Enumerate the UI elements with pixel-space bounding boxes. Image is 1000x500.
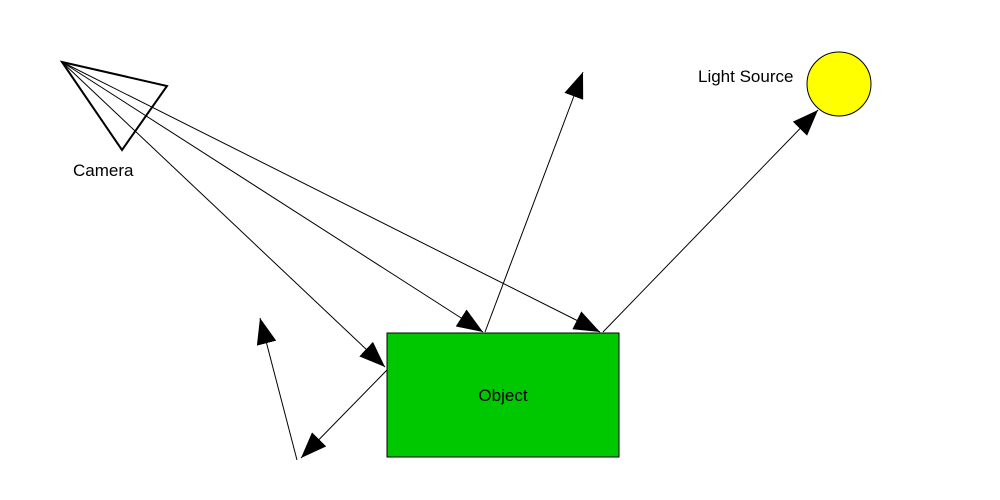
bounce-ray-1 bbox=[300, 369, 388, 459]
shadow-ray bbox=[602, 109, 819, 333]
light-source-label: Light Source bbox=[698, 67, 793, 86]
camera-label: Camera bbox=[73, 161, 134, 180]
camera-ray-3 bbox=[61, 61, 601, 333]
object-box bbox=[386, 332, 620, 458]
camera-shape bbox=[59, 60, 169, 152]
light-source-circle bbox=[806, 51, 872, 117]
camera-ray-1 bbox=[61, 61, 386, 368]
bounce-ray-2 bbox=[256, 317, 298, 461]
camera-ray-2 bbox=[61, 61, 484, 333]
reflection-ray bbox=[484, 71, 584, 333]
object-label: Object bbox=[478, 386, 527, 405]
